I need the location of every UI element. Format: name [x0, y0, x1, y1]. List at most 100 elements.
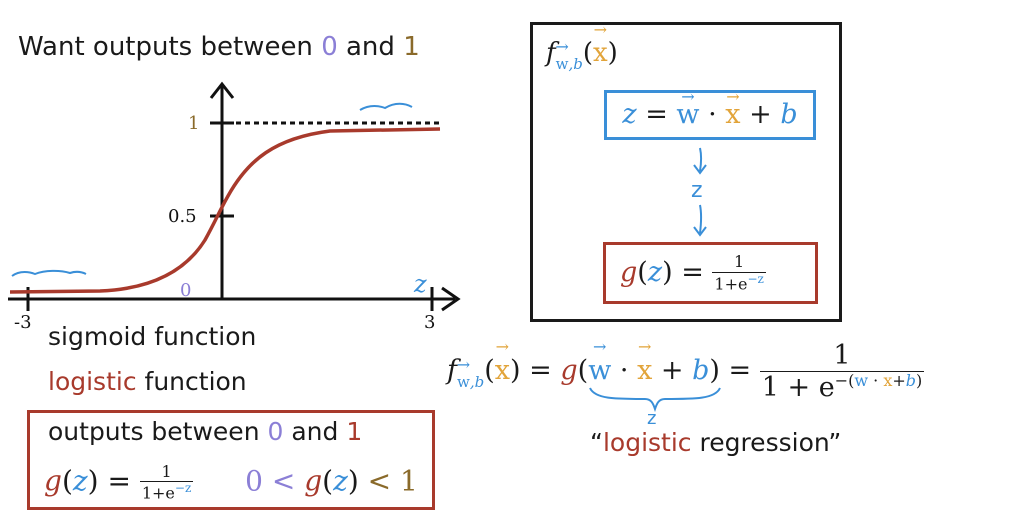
y-label-0: 0 — [180, 280, 191, 301]
z-plus: + — [740, 99, 781, 130]
summary-one: 1 — [346, 417, 363, 446]
sigmoid-label: sigmoid function — [48, 322, 257, 351]
z-b: b — [780, 99, 798, 130]
range-g: g — [304, 464, 323, 498]
main-x: x — [495, 355, 510, 386]
model-box — [530, 22, 842, 322]
caption-open-quote: “ — [590, 428, 603, 457]
underbrace-z: z — [647, 408, 656, 425]
summary-outputs-line: outputs between 0 and 1 — [48, 417, 362, 446]
function-word: function — [136, 367, 247, 396]
summary-prefix: outputs between — [48, 417, 268, 446]
main-subscript: w,b — [457, 373, 484, 391]
caption-rest: regression” — [691, 428, 842, 457]
summary-frac-den: 1+e−z — [140, 481, 193, 503]
x-label-neg3: -3 — [14, 312, 32, 330]
range-left: 0 < — [245, 464, 296, 498]
x-axis-arrowhead — [441, 286, 461, 312]
arrow-head-1 — [693, 164, 707, 175]
z-eq: = — [636, 99, 677, 130]
model-f: f — [546, 38, 556, 68]
caption-logistic: logistic — [602, 428, 692, 457]
main-plus: + — [652, 355, 693, 387]
main-exp-dot: · — [868, 371, 884, 391]
x-axis-variable: z — [413, 270, 427, 298]
g-den-exp: −z — [747, 271, 764, 286]
g-func: g — [620, 257, 638, 288]
main-den-base: 1 + e — [761, 372, 835, 404]
arrow-down-2 — [699, 204, 703, 234]
title-one: 1 — [403, 32, 420, 62]
main-eq2: = — [719, 355, 760, 387]
g-frac-num: 1 — [712, 253, 766, 273]
model-sub-w: w — [556, 55, 569, 73]
z-x: x — [725, 93, 740, 137]
main-f: f — [447, 355, 457, 387]
flow-arrows: z — [691, 147, 707, 237]
summary-g: g — [44, 464, 62, 498]
main-dot: · — [611, 355, 638, 387]
main-w: w — [588, 355, 611, 386]
main-exp-x: x — [883, 371, 893, 391]
range-right: < 1 — [367, 464, 418, 498]
summary-z: z — [72, 464, 88, 498]
arrow-head-2 — [693, 226, 707, 237]
title-and: and — [337, 32, 404, 62]
main-exp-open: −( — [834, 371, 855, 391]
y-axis-arrowhead — [209, 81, 235, 99]
g-eq: = — [672, 257, 713, 288]
model-x: x — [593, 38, 608, 68]
underbrace-curve — [589, 387, 721, 413]
right-squiggle — [359, 102, 413, 111]
z-dot: · — [699, 99, 726, 130]
main-frac-den: 1 + e−(w · x+b) — [760, 371, 925, 404]
main-exp-close: ) — [916, 371, 923, 391]
z-formula-box: z = w · x + b — [604, 90, 816, 140]
g-den-base: 1+e — [714, 274, 748, 294]
title-zero: 0 — [321, 32, 338, 62]
sigmoid-curve — [9, 127, 441, 294]
logistic-regression-caption: “logistic regression” — [590, 428, 841, 457]
main-b: b — [692, 355, 710, 387]
main-x2: x — [637, 355, 652, 386]
summary-and: and — [283, 417, 347, 446]
summary-zero: 0 — [267, 417, 284, 446]
z-w: w — [676, 93, 699, 137]
summary-den-exp: −z — [174, 481, 192, 496]
main-eq1: = — [520, 355, 561, 387]
summary-frac-num: 1 — [139, 462, 194, 483]
main-den-exp: −(w · x+b) — [834, 371, 923, 391]
main-g: g — [560, 355, 578, 387]
flow-z-label: z — [691, 178, 703, 203]
sigmoid-graph: 1 0.5 0 -3 3 z — [8, 81, 461, 330]
g-z: z — [647, 257, 663, 288]
y-label-half: 0.5 — [168, 206, 197, 227]
main-exp-b: b — [905, 371, 916, 391]
y-label-1: 1 — [188, 113, 199, 134]
summary-den-base: 1+e — [141, 483, 175, 503]
main-sub-b: ,b — [469, 373, 485, 392]
main-exp-w: w — [854, 371, 869, 391]
underbrace: z — [589, 387, 721, 425]
x-label-3: 3 — [424, 312, 435, 330]
logistic-model-formula: fw,b(x) = g(w · x + b) = 11 + e−(w · x+b… — [447, 340, 925, 404]
arrow-down-1 — [699, 147, 703, 172]
range-z: z — [333, 464, 348, 498]
g-frac-den: 1+e−z — [712, 271, 765, 294]
main-sub-w: w — [457, 373, 470, 391]
main-frac-num: 1 — [759, 340, 925, 373]
title-text: Want outputs between — [18, 32, 322, 62]
left-squiggle — [11, 269, 87, 277]
graph-title: Want outputs between 0 and 1 — [18, 32, 420, 62]
model-function-label: fw,b(x) — [546, 38, 618, 73]
logistic-word: logistic — [48, 367, 137, 396]
model-subscript: w,b — [556, 55, 583, 73]
logistic-label: logistic function — [48, 367, 247, 396]
z-var: z — [622, 99, 637, 130]
summary-eq: = — [98, 464, 140, 498]
